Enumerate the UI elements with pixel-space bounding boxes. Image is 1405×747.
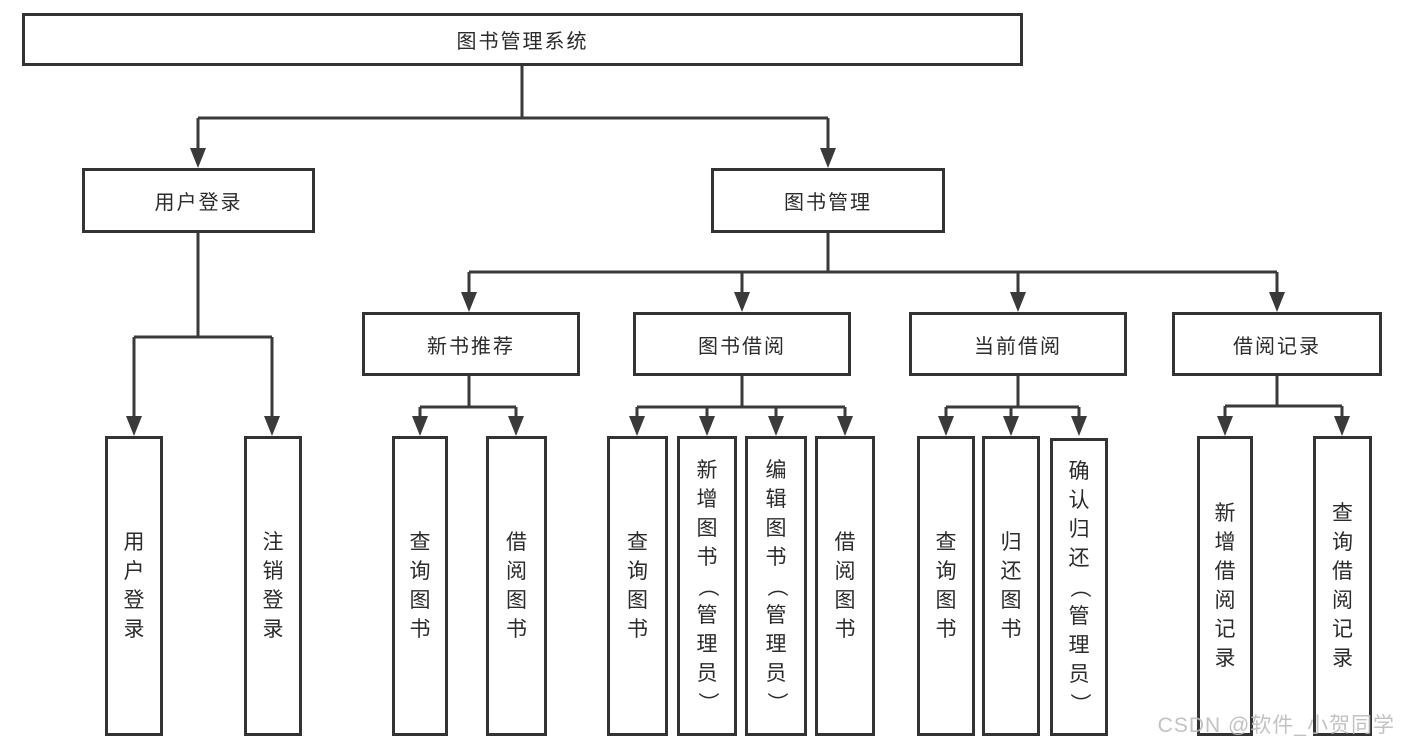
- node-user-login: 用户登录: [82, 168, 315, 233]
- leaf-records-add-record-label: 新增借阅记录: [1214, 502, 1236, 670]
- node-borrowing-records: 借阅记录: [1172, 312, 1382, 376]
- leaf-current-query-books: 查询图书: [917, 436, 975, 736]
- node-book-management: 图书管理: [711, 168, 945, 233]
- leaf-borrowing-query-books: 查询图书: [607, 436, 668, 736]
- leaf-borrowing-borrow-books: 借阅图书: [815, 436, 875, 736]
- leaf-borrowing-borrow-books-label: 借阅图书: [834, 531, 856, 641]
- leaf-logout: 注销登录: [244, 436, 302, 736]
- leaf-borrowing-query-books-label: 查询图书: [627, 531, 648, 641]
- leaf-current-confirm-return-admin: 确认归还（管理员）: [1050, 438, 1108, 736]
- csdn-watermark: CSDN @软件_小贺同学: [1157, 714, 1395, 737]
- leaf-records-query-record: 查询借阅记录: [1313, 436, 1372, 736]
- leaf-logout-label: 注销登录: [262, 531, 284, 641]
- leaf-recommend-borrow-books-label: 借阅图书: [506, 531, 527, 641]
- leaf-recommend-query-books: 查询图书: [392, 436, 448, 736]
- leaf-current-query-books-label: 查询图书: [935, 531, 957, 641]
- leaf-current-return-books-label: 归还图书: [1000, 531, 1022, 641]
- leaf-borrowing-add-books-admin-label: 新增图书（管理员）: [695, 458, 719, 713]
- node-book-borrowing: 图书借阅: [633, 312, 851, 376]
- node-new-book-recommendation: 新书推荐: [362, 312, 580, 376]
- leaf-user-login: 用户登录: [105, 436, 163, 736]
- leaf-borrowing-edit-books-admin-label: 编辑图书（管理员）: [764, 458, 788, 713]
- node-current-borrowing: 当前借阅: [909, 312, 1127, 376]
- leaf-current-return-books: 归还图书: [982, 436, 1040, 736]
- leaf-borrowing-add-books-admin: 新增图书（管理员）: [677, 436, 737, 736]
- leaf-recommend-borrow-books: 借阅图书: [486, 436, 547, 736]
- leaf-borrowing-edit-books-admin: 编辑图书（管理员）: [745, 436, 807, 736]
- node-root-library-system: 图书管理系统: [22, 13, 1023, 66]
- leaf-records-query-record-label: 查询借阅记录: [1332, 502, 1353, 670]
- leaf-current-confirm-return-admin-label: 确认归还（管理员）: [1067, 459, 1091, 714]
- leaf-recommend-query-books-label: 查询图书: [409, 531, 431, 641]
- leaf-user-login-label: 用户登录: [123, 531, 145, 641]
- leaf-records-add-record: 新增借阅记录: [1197, 436, 1253, 736]
